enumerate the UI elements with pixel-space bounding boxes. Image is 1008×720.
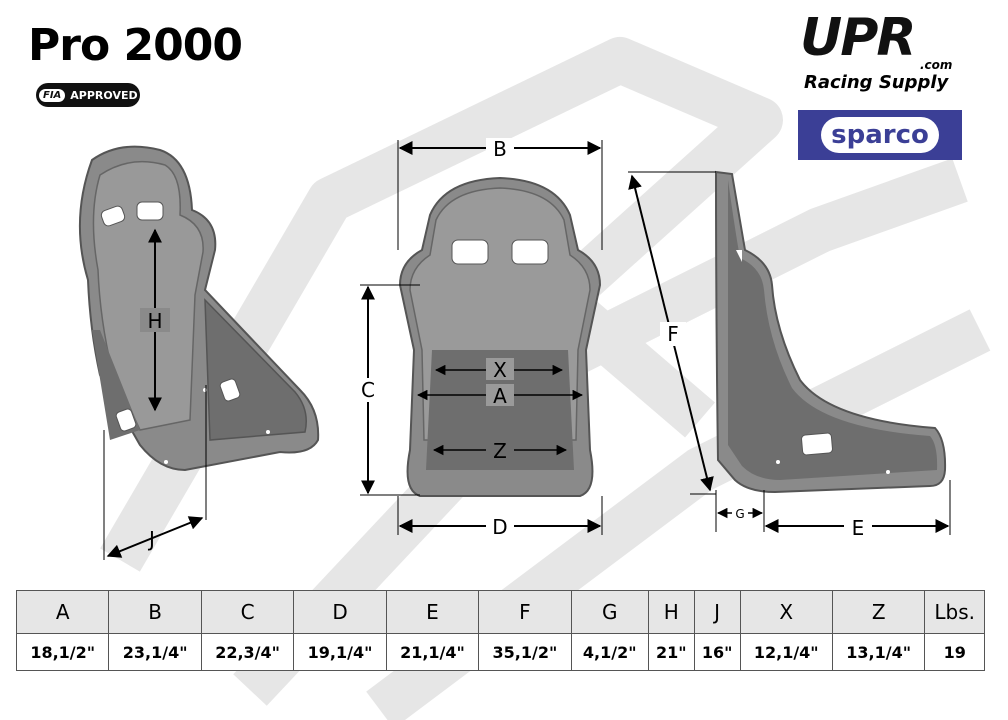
table-header-row: A B C D E F G H J X Z Lbs. — [15, 590, 985, 634]
sparco-logo: sparco — [798, 110, 962, 160]
header-cell: H — [647, 590, 695, 634]
value-cell: 23,1/4" — [108, 633, 202, 671]
label-x: X — [493, 358, 507, 382]
value-cell: 19 — [924, 633, 985, 671]
header-cell: E — [385, 590, 480, 634]
header-cell: D — [293, 590, 387, 634]
value-cell: 18,1/2" — [15, 633, 110, 671]
header-cell: B — [108, 590, 202, 634]
dimension-line-j — [106, 516, 204, 558]
fia-mark: FIA — [39, 88, 66, 102]
header-cell: X — [739, 590, 833, 634]
value-cell: 12,1/4" — [739, 633, 833, 671]
fia-approved-badge: FIA APPROVED — [36, 83, 140, 107]
value-cell: 19,1/4" — [293, 633, 387, 671]
label-c: C — [361, 378, 375, 402]
value-cell: 22,3/4" — [200, 633, 295, 671]
value-cell: 21" — [647, 633, 695, 671]
label-j: J — [147, 527, 155, 551]
label-h: H — [147, 309, 162, 333]
label-f: F — [667, 322, 679, 346]
value-cell: 16" — [693, 633, 741, 671]
value-cell: 35,1/2" — [478, 633, 572, 671]
sparco-logo-text: sparco — [821, 117, 939, 153]
dimension-table: A B C D E F G H J X Z Lbs. 18,1/2" 23,1/… — [15, 590, 985, 671]
header-cell: F — [478, 590, 572, 634]
value-cell: 4,1/2" — [570, 633, 649, 671]
header-cell: G — [570, 590, 649, 634]
header-cell: J — [693, 590, 741, 634]
value-cell: 21,1/4" — [385, 633, 480, 671]
upr-logo-main: UPR — [800, 8, 916, 68]
label-g: G — [735, 507, 744, 521]
seat-front-view — [398, 176, 602, 497]
header-cell: A — [15, 590, 110, 634]
header-cell: Lbs. — [924, 590, 985, 634]
label-d: D — [492, 515, 507, 539]
value-cell: 13,1/4" — [831, 633, 926, 671]
label-e: E — [852, 516, 865, 540]
header-cell: Z — [831, 590, 926, 634]
fia-label: APPROVED — [70, 88, 138, 102]
label-a: A — [493, 384, 507, 408]
upr-logo-tagline: Racing Supply — [804, 72, 949, 93]
seat-side-view — [714, 170, 947, 494]
header-cell: C — [200, 590, 295, 634]
label-z: Z — [493, 439, 507, 463]
label-b: B — [493, 137, 507, 161]
upr-logo: UPR .com Racing Supply — [800, 12, 980, 102]
seat-dimension-diagram: H J B C D X A Z — [78, 137, 951, 560]
table-row: 18,1/2" 23,1/4" 22,3/4" 19,1/4" 21,1/4" … — [15, 633, 985, 671]
seat-perspective-view — [78, 145, 320, 472]
upr-logo-com: .com — [920, 58, 953, 72]
page-title: Pro 2000 — [28, 20, 243, 71]
